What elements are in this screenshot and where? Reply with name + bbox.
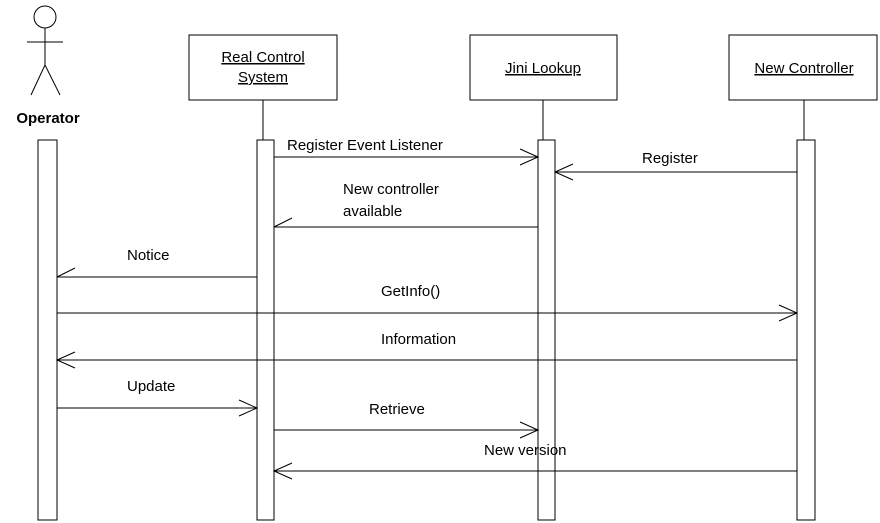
object-jini-lookup: Jini Lookup: [469, 34, 618, 101]
object-label: New Controller: [754, 60, 853, 77]
object-label-line-2: System: [238, 69, 288, 86]
arrowhead-half: [273, 217, 293, 228]
message-register: Register: [553, 150, 797, 181]
message-label-line-1: New controller: [343, 181, 439, 198]
message-label: GetInfo(): [381, 283, 440, 300]
message-register-event-listener: Register Event Listener: [274, 137, 540, 166]
object-box: [188, 34, 338, 101]
actor-name: Operator: [16, 110, 80, 127]
activation-operator: [37, 139, 58, 521]
message-label-line-2: available: [343, 203, 402, 220]
object-label-line-1: Real Control: [221, 49, 304, 66]
object-new-controller: New Controller: [728, 34, 878, 101]
message-label: New version: [484, 442, 567, 459]
message-getinfo: GetInfo(): [57, 283, 799, 322]
object-box: [469, 34, 618, 101]
message-label: Retrieve: [369, 401, 425, 418]
message-label: Register: [642, 150, 698, 167]
message-information: Information: [55, 331, 797, 369]
object-real-control-system: Real Control System: [188, 34, 338, 101]
arrowhead-open: [519, 148, 540, 166]
arrowhead-open: [272, 462, 293, 480]
actor-head: [33, 5, 57, 29]
message-label: Notice: [127, 247, 170, 264]
arrowhead-open: [238, 399, 259, 417]
actor-right-leg: [44, 64, 61, 96]
message-new-version: New version: [272, 442, 797, 480]
message-notice: Notice: [56, 247, 257, 278]
arrowhead-open: [778, 304, 799, 322]
object-label: Jini Lookup: [505, 60, 581, 77]
message-retrieve: Retrieve: [274, 401, 540, 439]
arrowhead-half: [56, 267, 76, 278]
arrowhead-open: [553, 163, 574, 181]
message-label: Information: [381, 331, 456, 348]
arrowhead-open: [519, 421, 540, 439]
actor-left-leg: [30, 64, 46, 96]
actor-operator: Operator: [16, 5, 80, 127]
message-update: Update: [57, 378, 259, 417]
activation-new-controller: [796, 139, 816, 521]
activation-real-control-system: [256, 139, 275, 521]
message-label: Update: [127, 378, 175, 395]
object-box: [728, 34, 878, 101]
message-label: Register Event Listener: [287, 137, 443, 154]
arrowhead-open: [55, 351, 76, 369]
activation-jini-lookup: [537, 139, 556, 521]
message-new-controller-available: New controller available: [273, 181, 538, 228]
